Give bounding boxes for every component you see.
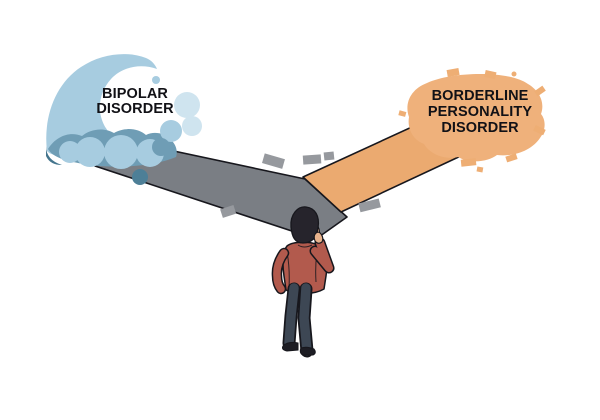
right-label-line-3: DISORDER [441,120,519,136]
left-label-line-2: DISORDER [96,101,174,117]
person-left-shoe [282,341,299,352]
wave-icon [46,54,182,185]
wave-droplet-small [152,76,160,84]
person-right-leg [299,283,312,356]
person-right-arm [311,239,333,272]
wave-background-bubbles [174,92,202,136]
person-hair [290,206,320,244]
left-label-line-1: BIPOLAR [102,86,168,102]
splash-blob-body [407,74,545,162]
right-label: BORDERLINE PERSONALITY DISORDER [428,88,532,136]
wave-foam-scallops [59,120,182,169]
person-right-shoe [299,346,316,356]
road-debris-specks [220,151,381,218]
left-label: BIPOLAR DISORDER [96,86,174,117]
wave-droplet-large [132,169,148,185]
wave-shadow [46,146,62,165]
person-hand [313,231,324,244]
person-left-leg [284,283,299,348]
right-label-line-2: PERSONALITY [428,104,532,120]
person-left-arm [273,249,288,293]
person-thinking [271,206,335,358]
splash-specks [398,68,546,173]
splash-blob-icon [398,68,546,173]
right-label-line-1: BORDERLINE [432,88,529,104]
